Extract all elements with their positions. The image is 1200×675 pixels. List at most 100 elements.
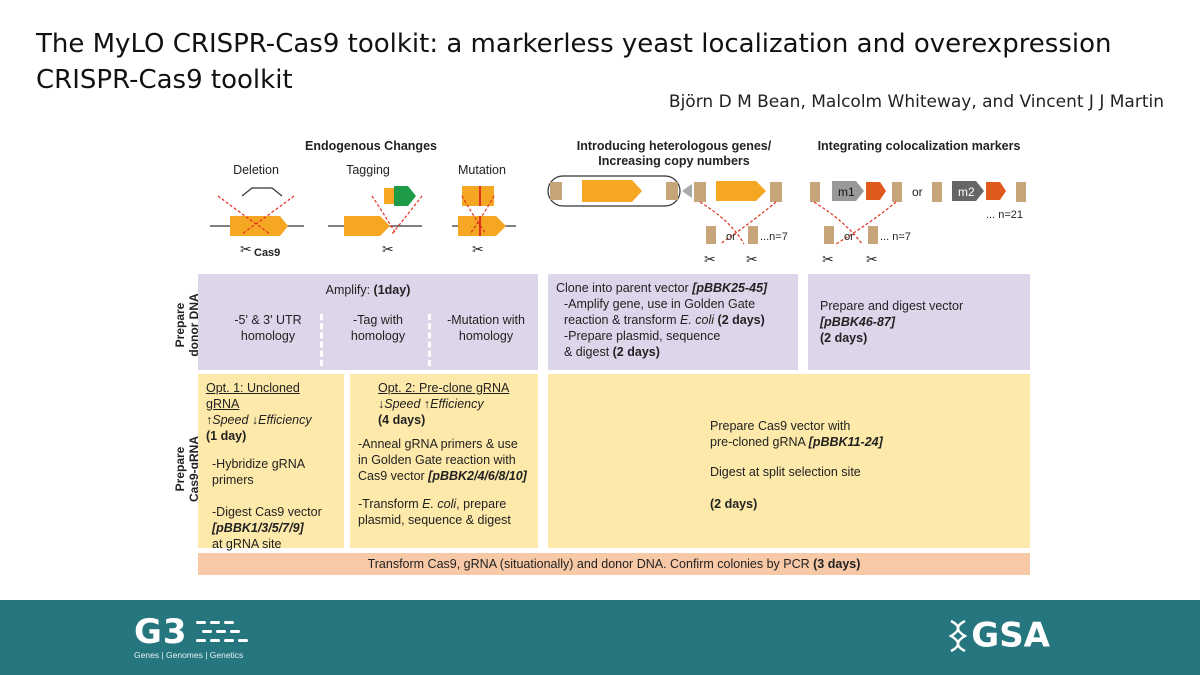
opt1-step2-line3: at gRNA site [212,537,282,551]
footer-bar: G3 Genes | Genomes | Genetics GSA [0,600,1200,675]
amplify-gene-step: -Amplify gene, use in Golden Gate reacti… [556,296,790,360]
opt2-step2-line1b: E. coli [422,497,457,511]
g3-logo[interactable]: G3 Genes | Genomes | Genetics [134,612,254,660]
coloc-line1: Prepare and digest vector [820,299,964,313]
opt2-step2-line1a: -Transform [358,497,423,511]
prep-line2a: & digest [564,345,613,359]
m2-label: m2 [958,185,975,199]
precloned-line3: Digest at split selection site [710,465,861,479]
opt1-speed: ↑Speed ↓Efficiency [206,413,312,427]
transform-time: (3 days) [813,557,861,571]
opt1-step1: -Hybridize gRNA primers [206,456,336,488]
n7-label: ...n=7 [760,231,788,243]
scissors-icon: ✂ [746,252,758,268]
subheader-tagging: Tagging [346,163,390,177]
scissors-icon: ✂ [822,252,834,268]
scissors-icon: ✂ [866,252,878,268]
opt2-step1-line3a: Cas9 vector [358,469,429,483]
clone-line: Clone into parent vector [pBBK25-45] [556,280,790,296]
row-label-donor-dna: Prepare donor DNA [173,280,201,370]
clone-label: Clone into parent vector [556,281,693,295]
coloc-time: (2 days) [820,331,868,345]
precloned-text: Prepare Cas9 vector with pre-cloned gRNA… [710,418,1010,512]
mutation-illustration: ✂ [452,186,516,258]
cas9-label: Cas9 [254,247,280,259]
donor-col2-line2: homology [350,329,406,343]
opt2-step1-line2: in Golden Gate reaction with [358,453,516,467]
donor-col3-line1: -Mutation with [447,313,525,327]
prep-line2: & digest (2 days) [564,344,790,360]
row-label-cas9-grna: Prepare Cas9-gRNA [173,424,201,514]
opt2-title: Opt. 2: Pre-clone gRNA [378,381,510,395]
deletion-illustration: ✂ Cas9 [210,187,304,259]
opt1-step1-line2: primers [212,473,254,487]
donor-col2-line1: -Tag with [352,313,404,327]
amplify-time: (1day) [373,283,411,297]
grna-precloned-box: Prepare Cas9 vector with pre-cloned gRNA… [548,374,1030,548]
amp-line1: -Amplify gene, use in Golden Gate [564,297,756,311]
colocalization-illustration: m1 or m2 ... n=21 or ... n=7 ✂ ✂ [810,181,1026,268]
donor-col-tagging: -Tag with homology [328,312,428,344]
or-label: or [726,231,736,243]
g3-tagline: Genes | Genomes | Genetics [134,650,244,660]
coloc-vector: [pBBK46-87] [820,315,896,329]
subheader-deletion: Deletion [233,163,279,177]
donor-col-mutation: -Mutation with homology [434,312,538,344]
opt2-step2-line1c: , prepare [456,497,507,511]
opt2-step1: -Anneal gRNA primers & use in Golden Gat… [358,436,530,484]
scissors-icon: ✂ [240,242,252,258]
or-label: or [912,185,923,199]
precloned-vector: [pBBK11-24] [808,435,883,449]
divider [428,314,431,366]
donor-col3-line2: homology [458,329,514,343]
prep-line1: -Prepare plasmid, sequence [564,329,721,343]
scissors-icon: ✂ [704,252,716,268]
n7-label: ... n=7 [880,231,911,243]
header-heterologous-line1: Introducing heterologous genes/ [576,139,772,153]
subheader-mutation: Mutation [458,163,506,177]
opt2-time: (4 days) [378,413,426,427]
amp-line2: reaction & transform E. coli (2 days) [564,312,790,328]
opt1-step2-vector: [pBBK1/3/5/7/9] [212,521,304,535]
amplify-label: Amplify: [325,283,374,297]
amp-line2c: (2 days) [714,313,765,327]
header-heterologous: Introducing heterologous genes/ Increasi… [554,139,794,169]
clone-vector: [pBBK25-45] [692,281,768,295]
prep-line2b: (2 days) [612,345,660,359]
amp-line2b: E. coli [680,313,715,327]
or-label: or [844,231,854,243]
header-endogenous-changes: Endogenous Changes [305,139,437,153]
plasmid-illustration [547,175,692,207]
opt2-heading: Opt. 2: Pre-clone gRNA ↓Speed ↑Efficienc… [358,380,530,428]
opt2-step1-line3: Cas9 vector [pBBK2/4/6/8/10] [358,468,530,484]
slide-authors: Björn D M Bean, Malcolm Whiteway, and Vi… [668,92,1164,112]
g3-dots-icon [195,621,248,642]
gsa-logo-text: GSA [971,615,1050,656]
opt1-title: Opt. 1: Uncloned gRNA [206,381,300,411]
workflow-diagram: Endogenous Changes Deletion Tagging Muta… [173,130,1036,580]
opt1-step2-line1: -Digest Cas9 vector [212,505,322,519]
scissors-icon: ✂ [382,242,394,258]
opt1-step2: -Digest Cas9 vector [pBBK1/3/5/7/9] at g… [206,504,336,552]
n21-label: ... n=21 [986,209,1023,221]
header-colocalization: Integrating colocalization markers [817,139,1021,153]
opt1-time: (1 day) [206,429,247,443]
precloned-time: (2 days) [710,497,758,511]
gsa-logo[interactable]: GSA [947,614,1050,656]
opt2-speed: ↓Speed ↑Efficiency [378,397,484,411]
integration-site-illustration: or ...n=7 ✂ ✂ [694,181,788,268]
opt2-step1-vector: [pBBK2/4/6/8/10] [428,469,527,483]
opt2-step2-line2: plasmid, sequence & digest [358,513,511,527]
header-heterologous-line2: Increasing copy numbers [598,154,750,168]
row-label-grna-line1: Prepare [173,446,187,492]
opt2-step2: -Transform E. coli, prepare plasmid, seq… [358,496,530,528]
opt2-step2-line1: -Transform E. coli, prepare [358,496,530,512]
amp-line2a: reaction & transform [564,313,681,327]
precloned-line2a: pre-cloned gRNA [710,435,809,449]
transform-bar: Transform Cas9, gRNA (situationally) and… [198,553,1030,575]
grna-option2-box: Opt. 2: Pre-clone gRNA ↓Speed ↑Efficienc… [350,374,538,548]
donor-col1-line1: -5' & 3' UTR [234,313,302,327]
divider [320,314,323,366]
